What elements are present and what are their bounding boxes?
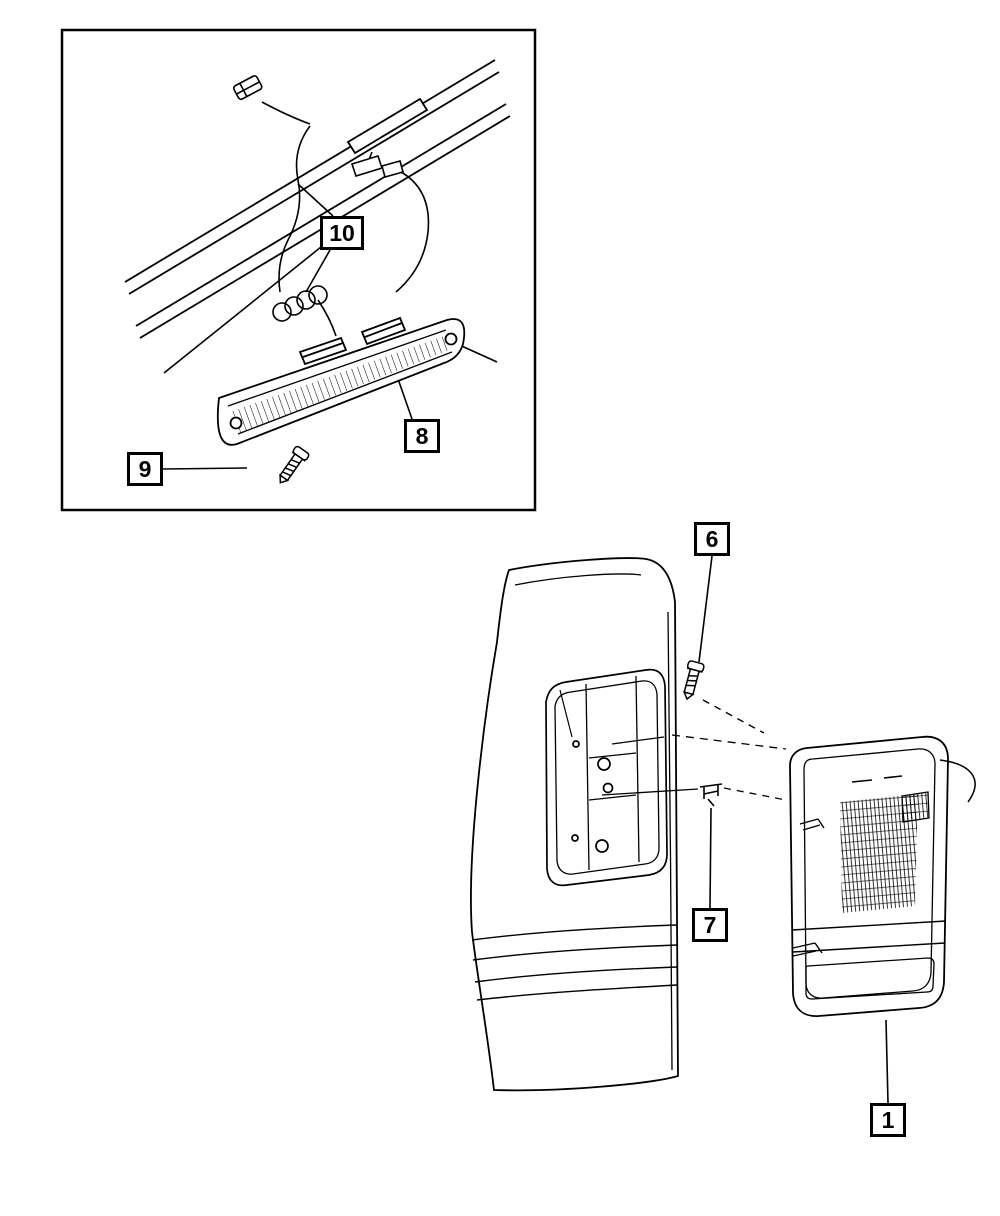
tail-lamp-assembly-drawing [789, 735, 976, 1017]
wiring-harness-drawing [272, 125, 430, 337]
callout-1-label: 1 [881, 1106, 895, 1133]
screw-6-drawing [682, 660, 765, 734]
push-pin-7-drawing [699, 783, 723, 807]
callout-7-label: 7 [703, 911, 717, 938]
callout-9[interactable]: 9 [127, 452, 163, 486]
callout-8-label: 8 [415, 422, 429, 449]
callout-8[interactable]: 8 [404, 419, 440, 453]
roof-clip-drawing [233, 75, 311, 125]
screw-9-drawing [279, 445, 310, 484]
callout-1[interactable]: 1 [870, 1103, 906, 1137]
callout-10-label: 10 [329, 219, 355, 246]
callout-9-label: 9 [138, 455, 152, 482]
third-brake-lamp-drawing [216, 316, 466, 446]
cab-panel-drawing [124, 59, 511, 339]
callout-10[interactable]: 10 [320, 216, 364, 250]
callout-6-label: 6 [705, 525, 719, 552]
tail-lamp-opening-drawing [545, 668, 787, 887]
callout-6[interactable]: 6 [694, 522, 730, 556]
callout-7[interactable]: 7 [692, 908, 728, 942]
inset-frame [60, 28, 537, 512]
leader-lines-bottom [698, 555, 889, 1104]
